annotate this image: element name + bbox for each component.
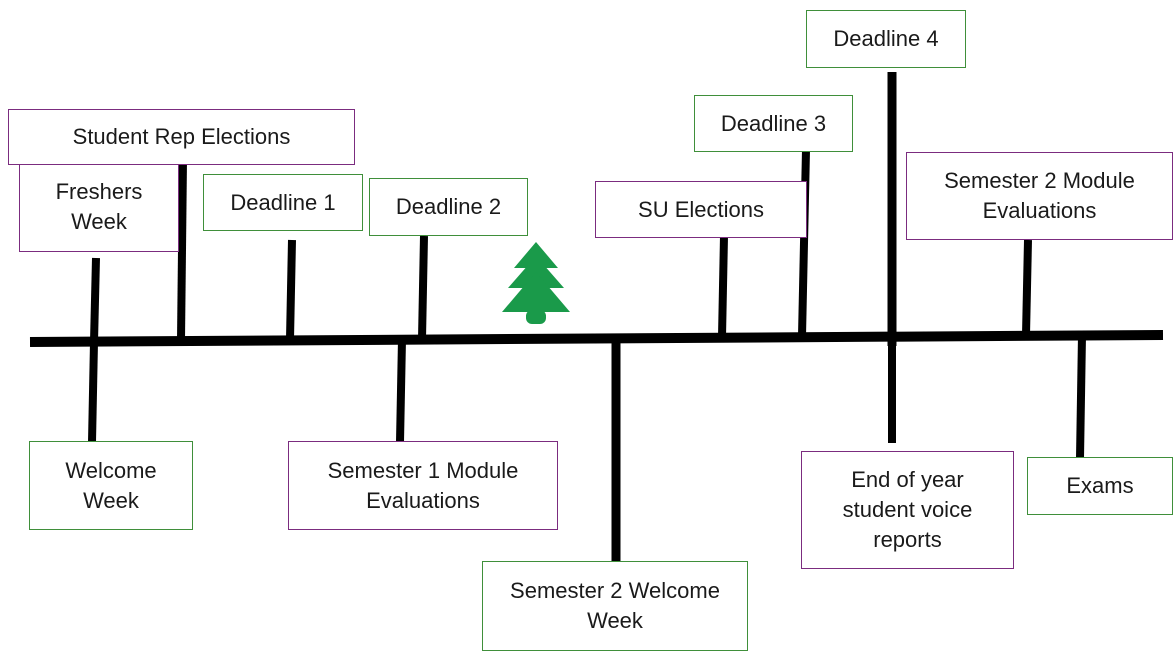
event-exams: Exams <box>1027 457 1173 515</box>
connector-su-elections <box>718 235 728 338</box>
event-su-elections: SU Elections <box>595 181 807 238</box>
event-semester-1-module-evaluations: Semester 1 Module Evaluations <box>288 441 558 530</box>
event-deadline-4: Deadline 4 <box>806 10 966 68</box>
connector-semester-1-module-evaluations <box>396 338 406 443</box>
connector-semester-2-module-evaluations <box>1022 239 1032 336</box>
event-student-rep-elections: Student Rep Elections <box>8 109 355 165</box>
event-semester-2-welcome-week: Semester 2 Welcome Week <box>482 561 748 651</box>
connector-student-rep-elections <box>177 159 187 341</box>
event-freshers-week: Freshers Week <box>19 162 179 252</box>
connector-welcome-week <box>88 341 98 443</box>
event-welcome-week: Welcome Week <box>29 441 193 530</box>
connector-freshers-week <box>90 257 100 343</box>
event-deadline-2: Deadline 2 <box>369 178 528 236</box>
connector-exams <box>1076 334 1086 459</box>
timeline-main-line <box>29 330 1164 347</box>
connector-deadline-3 <box>798 149 810 337</box>
event-deadline-1: Deadline 1 <box>203 174 363 231</box>
christmas-tree-icon <box>502 242 570 324</box>
event-end-of-year-reports: End of year student voice reports <box>801 451 1014 569</box>
event-deadline-3: Deadline 3 <box>694 95 853 152</box>
event-semester-2-module-evaluations: Semester 2 Module Evaluations <box>906 152 1173 240</box>
connector-deadline-2 <box>418 235 428 340</box>
connector-deadline-1 <box>286 239 296 340</box>
